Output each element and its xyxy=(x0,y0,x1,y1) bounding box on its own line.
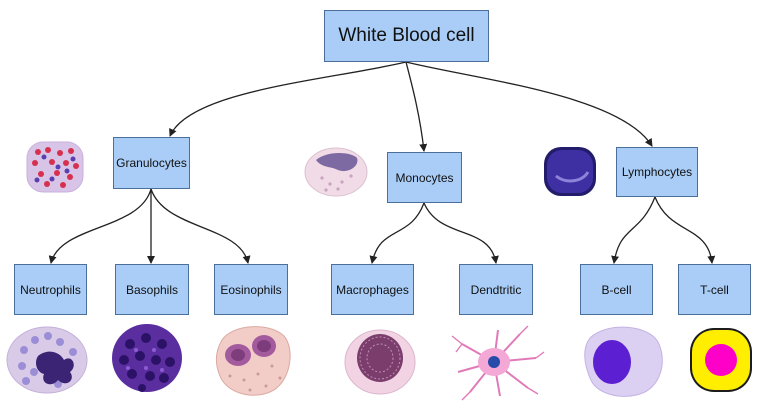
leaf-node-tcell: T-cell xyxy=(678,264,751,315)
group-label: Granulocytes xyxy=(116,156,187,170)
dendritic-cell-icon xyxy=(451,325,545,401)
lymphocyte-cell-icon xyxy=(544,147,596,196)
connector-granulocytes-eosinophils xyxy=(150,188,251,264)
leaf-node-eosinophils: Eosinophils xyxy=(214,264,288,315)
leaf-label: B-cell xyxy=(601,282,632,297)
b-cell-icon xyxy=(584,326,663,397)
group-node-granulocytes: Granulocytes xyxy=(113,137,190,189)
t-cell-icon xyxy=(690,328,752,392)
leaf-node-dendritic: Dendtritic xyxy=(459,264,533,315)
leaf-label: T-cell xyxy=(700,282,729,297)
eosinophil-cell-icon xyxy=(215,326,291,396)
connector-monocytes-macrophages xyxy=(369,202,425,264)
basophil-cell-icon xyxy=(112,324,182,392)
group-node-lymphocytes: Lymphocytes xyxy=(616,147,698,197)
root-label: White Blood cell xyxy=(338,25,475,46)
leaf-label: Neutrophils xyxy=(20,282,81,297)
connector-lymphocytes-tcell xyxy=(654,196,716,264)
connector-monocytes-dendritic xyxy=(423,202,499,264)
connector-lymphocytes-bcell xyxy=(611,196,656,264)
leaf-label: Basophils xyxy=(125,282,179,297)
leaf-node-macrophages: Macrophages xyxy=(331,264,414,315)
macrophage-cell-icon xyxy=(344,329,416,395)
leaf-node-basophils: Basophils xyxy=(115,264,189,315)
leaf-label: Eosinophils xyxy=(220,282,282,297)
leaf-label: Macrophages xyxy=(336,282,409,297)
leaf-node-neutrophils: Neutrophils xyxy=(14,264,87,315)
group-label: Lymphocytes xyxy=(621,165,693,179)
granulocyte-cell-icon xyxy=(26,141,84,193)
neutrophil-cell-icon xyxy=(6,326,88,394)
monocyte-cell-icon xyxy=(304,147,368,197)
connector-root-granulocytes xyxy=(169,61,407,137)
leaf-node-bcell: B-cell xyxy=(580,264,653,315)
root-node: White Blood cell xyxy=(324,10,489,62)
connector-root-monocytes xyxy=(405,61,428,152)
leaf-label: Dendtritic xyxy=(470,282,522,297)
connector-root-lymphocytes xyxy=(405,61,653,147)
group-node-monocytes: Monocytes xyxy=(387,152,462,203)
group-label: Monocytes xyxy=(395,170,454,185)
connector-granulocytes-neutrophils xyxy=(48,188,152,264)
